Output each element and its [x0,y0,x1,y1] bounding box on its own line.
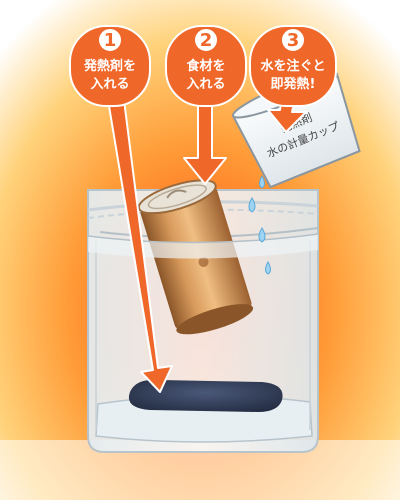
can-lid-rim [147,184,207,210]
arrow-step-2 [183,97,227,185]
pouch-front-lip-edge [87,233,319,244]
water-drop-4 [265,260,271,275]
water-drop-3 [258,227,266,243]
step-2-line2: 入れる [186,77,225,92]
can-lid [137,179,217,215]
step-2-line1: 食材を [186,58,225,74]
step-1-number-circle [97,27,123,53]
step-1-bubble [69,25,151,107]
arrow-1-shaft [107,99,173,393]
step-2-bubble [165,25,247,107]
water-drop-1 [259,174,265,189]
step-2-badge: 2 食材を 入れる [165,25,247,107]
arrow-step-1 [107,99,173,393]
step-1-line1: 発熱剤を [83,58,136,74]
water-drop-2 [248,197,256,213]
step-3-line2: 即発熱! [271,76,316,92]
can-bottom [176,304,254,335]
step-2-number-circle [193,27,219,53]
step-1-badge: 1 発熱剤を 入れる [69,25,151,107]
water-drops [248,174,271,275]
step-3-line1: 水を注ぐと [260,58,325,74]
step-3-number: 3 [287,30,300,51]
can-pull-tab [166,189,187,199]
step-3-badge: 3 水を注ぐと 即発熱! [249,25,337,107]
heating-pad [128,379,283,412]
step-3-bubble [249,25,337,107]
step-1-line2: 入れる [90,77,129,92]
arrow-2-shaft [183,97,227,185]
step-3-number-circle [280,27,306,53]
can-dimple [198,256,209,267]
step-2-number: 2 [200,30,213,51]
step-1-number: 1 [104,30,117,51]
